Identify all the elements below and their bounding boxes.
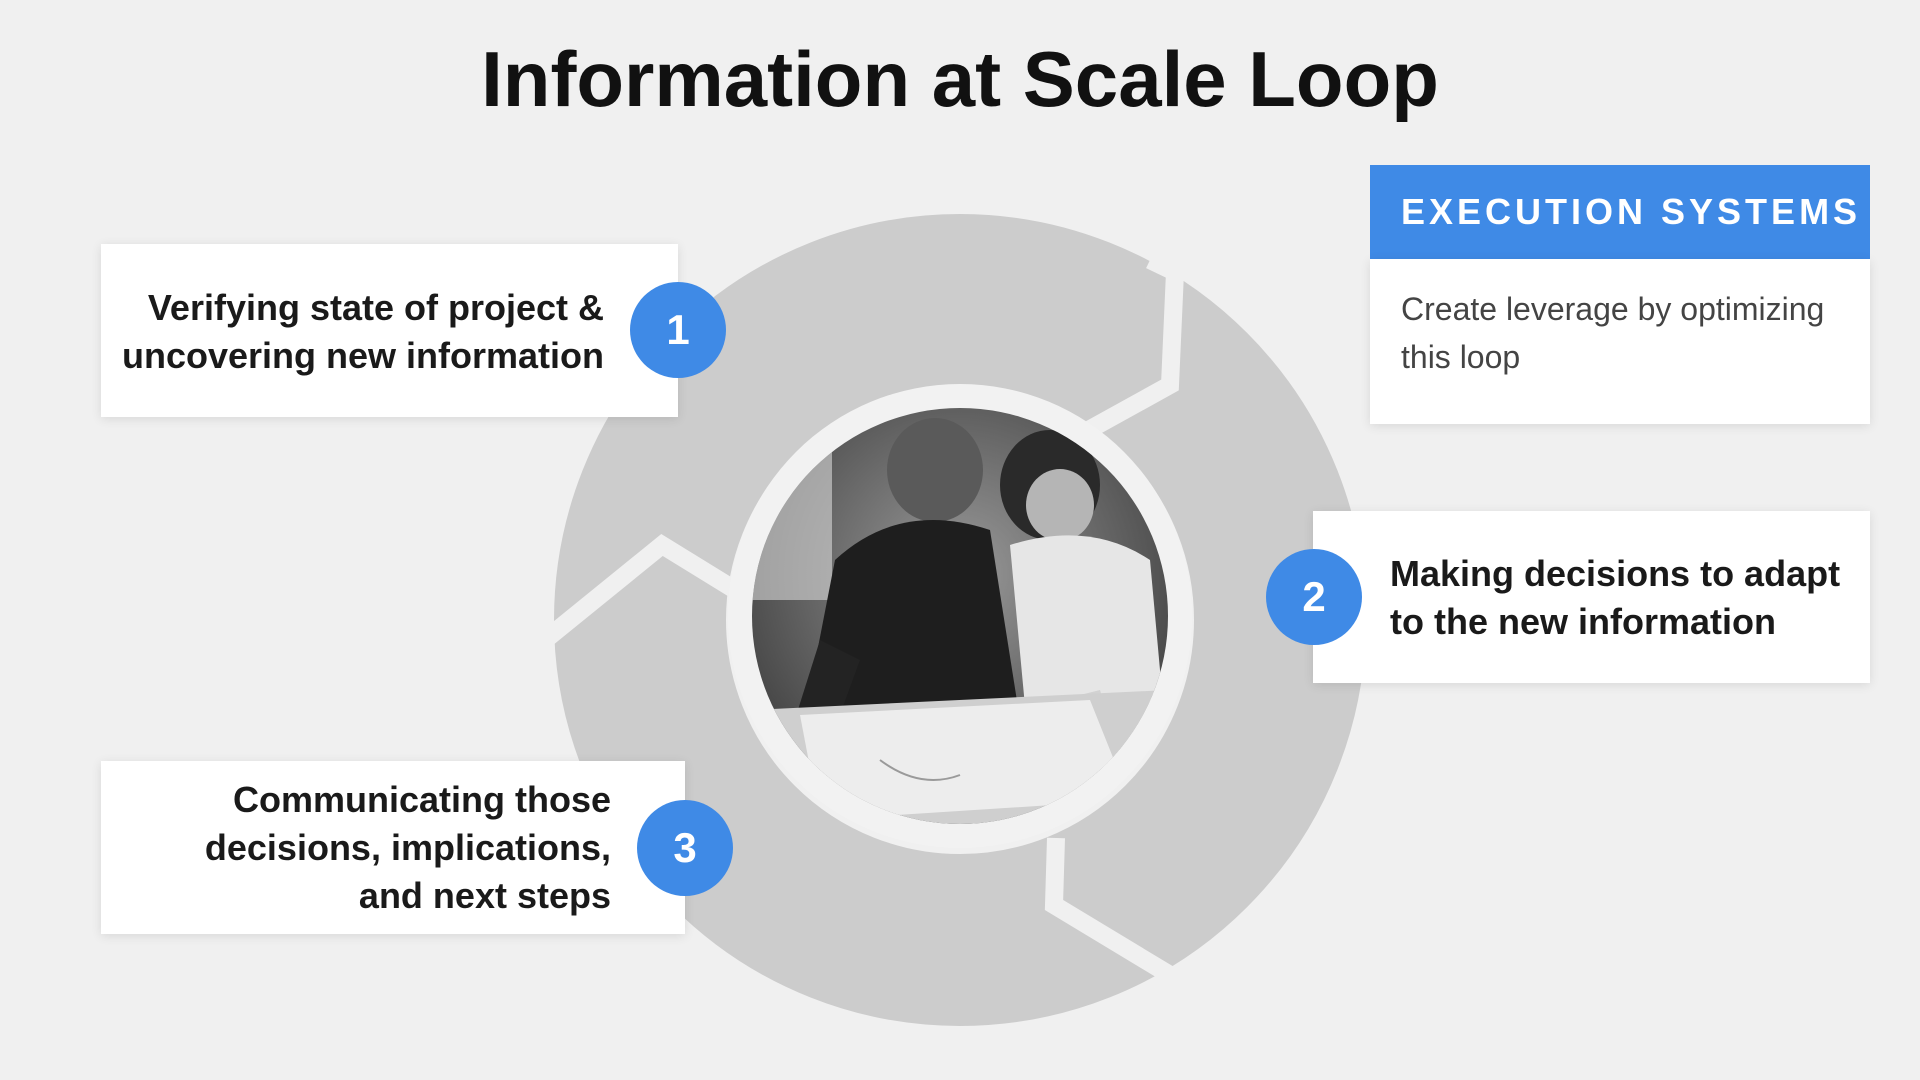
execution-systems-body: Create leverage by optimizing this loop [1370,259,1870,424]
step-3-line-1: Communicating those [232,779,611,820]
people-collaborating-photo [752,408,1168,824]
execution-systems-heading: EXECUTION SYSTEMS [1370,165,1870,259]
step-1-text: Verifying state of project & uncovering … [101,284,604,380]
execution-systems-line-2: this loop [1401,339,1521,375]
step-2-line-1: Making decisions to adapt [1390,553,1841,594]
execution-systems-text: Create leverage by optimizing this loop [1401,285,1851,381]
step-3-card [101,761,685,934]
ring-separator-left [539,533,745,647]
step-2-text: Making decisions to adapt to the new inf… [1390,550,1860,646]
execution-systems-line-1: Create leverage by optimizing [1401,291,1825,327]
step-2-badge: 2 [1266,549,1362,645]
step-3-text: Communicating those decisions, implicati… [101,776,611,920]
step-3-line-3: and next steps [358,875,611,916]
step-3-line-2: decisions, implications, [204,827,611,868]
slide-title: Information at Scale Loop [481,35,1439,123]
ring-separator-bottom [1044,837,1175,983]
step-1-card [101,244,678,417]
ring-separator-top [1080,251,1185,440]
step-3-badge: 3 [637,800,733,896]
step-2-card [1313,511,1870,683]
step-1-badge: 1 [630,282,726,378]
step-1-line-2: uncovering new information [121,335,604,376]
step-2-line-2: to the new information [1390,601,1776,642]
step-1-line-1: Verifying state of project & [147,287,604,328]
